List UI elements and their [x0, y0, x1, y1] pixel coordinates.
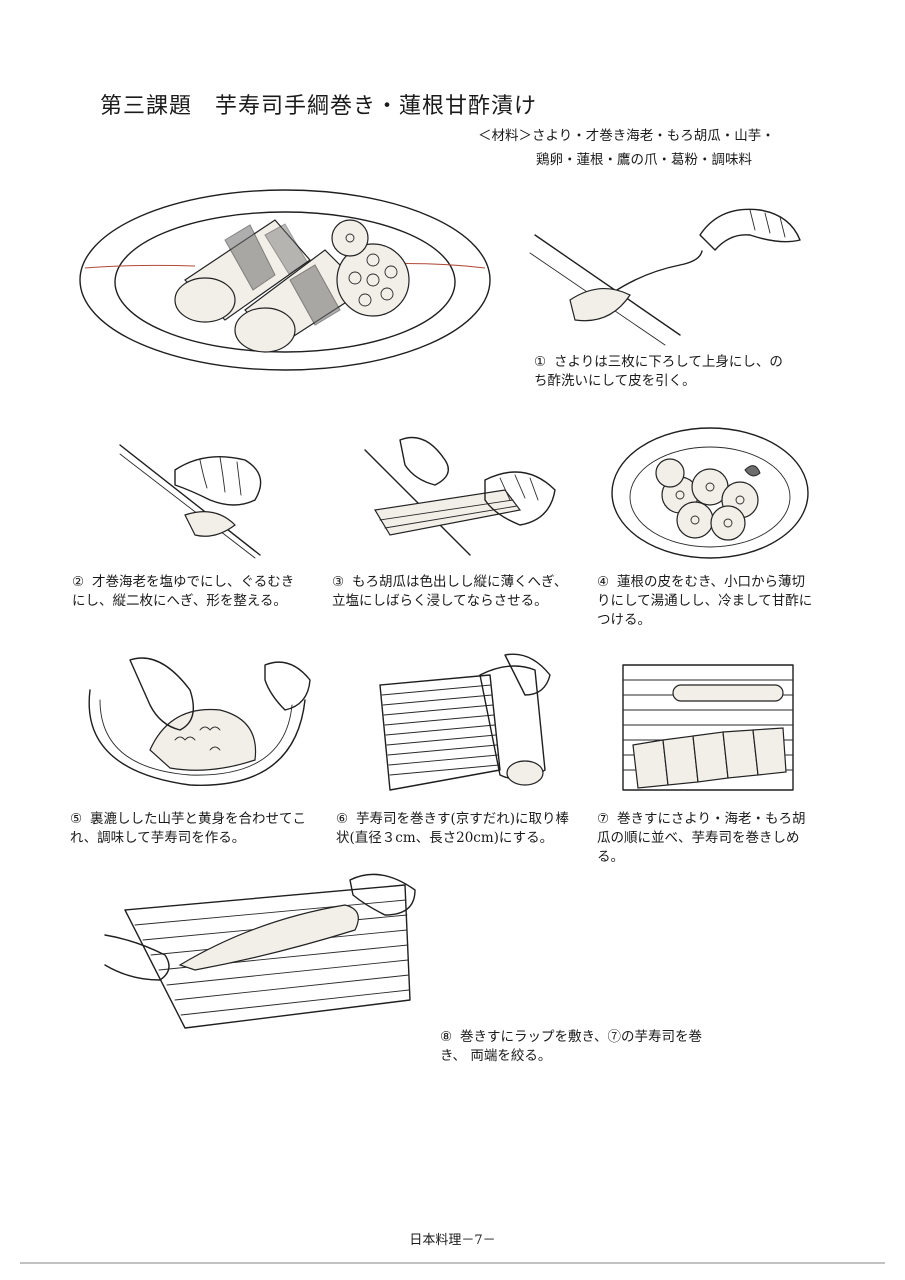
step-8-illustration — [105, 870, 435, 1030]
step-3-illustration — [355, 430, 565, 570]
materials-line-2: 鶏卵・蓮根・鷹の爪・葛粉・調味料 — [536, 152, 752, 168]
step-5-illustration — [80, 650, 320, 795]
step-4-illustration — [610, 425, 810, 560]
step-2-number: ② — [72, 574, 85, 590]
step-5-number: ⑤ — [70, 811, 83, 827]
step-1-number: ① — [534, 354, 547, 370]
step-1-text: さよりは三枚に下ろして上身にし、のち酢洗いにして皮を引く。 — [534, 354, 783, 389]
step-8-number: ⑧ — [440, 1029, 453, 1045]
bottom-divider — [20, 1262, 885, 1264]
step-3-text: もろ胡瓜は色出しし縦に薄くへぎ、立塩にしばらく浸してならさせる。 — [332, 574, 568, 609]
step-2-illustration — [115, 430, 285, 560]
finished-dish-illustration — [75, 180, 495, 380]
step-6-text: 芋寿司を巻きす(京すだれ)に取り棒状(直径３cm、長さ20cm)にする。 — [336, 811, 570, 846]
step-5-text: 裏漉しした山芋と黄身を合わせてこれ、調味して芋寿司を作る。 — [70, 811, 306, 846]
step-7-number: ⑦ — [597, 811, 610, 827]
step-7-text: 巻きすにさより・海老・もろ胡瓜の順に並べ、芋寿司を巻きしめる。 — [597, 811, 806, 865]
step-6-number: ⑥ — [336, 811, 349, 827]
page-footer: 日本料理－7－ — [409, 1233, 496, 1248]
step-7-illustration — [618, 660, 798, 795]
page-title: 第三課題 芋寿司手綱巻き・蓮根甘酢漬け — [100, 94, 538, 119]
step-2-text: 才巻海老を塩ゆでにし、ぐるむきにし、縦二枚にへぎ、形を整える。 — [72, 574, 295, 609]
step-4-text: 蓮根の皮をむき、小口から薄切りにして湯通しし、冷まして甘酢につける。 — [597, 574, 813, 628]
step-4-number: ④ — [597, 574, 610, 590]
step-1-illustration — [530, 195, 810, 345]
materials-list: ＜材料＞さより・才巻き海老・もろ胡瓜・山芋・ 鶏卵・蓮根・鷹の爪・葛粉・調味料 — [478, 124, 775, 172]
step-6-illustration — [360, 655, 580, 795]
step-3-number: ③ — [332, 574, 345, 590]
step-8-text: 巻きすにラップを敷き、⑦の芋寿司を巻き、 両端を絞る。 — [440, 1029, 703, 1064]
materials-line-1: ＜材料＞さより・才巻き海老・もろ胡瓜・山芋・ — [478, 128, 775, 144]
